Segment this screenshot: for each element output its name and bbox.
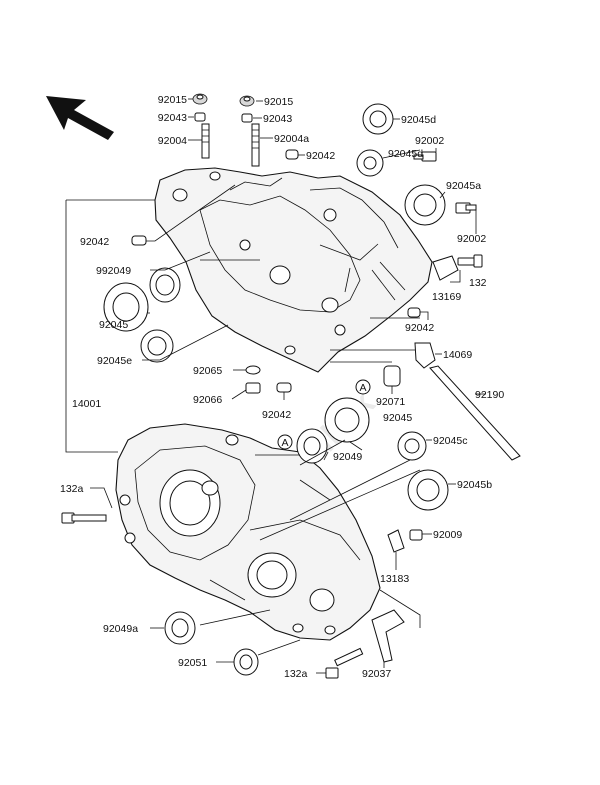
bracket-13183 xyxy=(387,529,405,553)
label-92042-mid: 92042 xyxy=(262,409,291,421)
label-14069: 14069 xyxy=(443,349,472,361)
bearing-92045d xyxy=(356,149,384,177)
label-992049: 992049 xyxy=(96,265,131,277)
label-92049: 92049 xyxy=(333,451,362,463)
bolt-132a-bottom xyxy=(325,647,364,679)
dowel-92042-top xyxy=(285,149,299,160)
bearing-92045b xyxy=(407,469,449,511)
washer-92043-right xyxy=(241,113,253,123)
bolt-132a-left xyxy=(61,512,107,524)
label-92051: 92051 xyxy=(178,657,207,669)
hose-fitting-14069 xyxy=(414,342,436,369)
label-92009: 92009 xyxy=(433,529,462,541)
label-92045e: 92045e xyxy=(97,355,132,367)
orientation-arrow-icon xyxy=(46,96,114,140)
label-132a-bottom: 132a xyxy=(284,668,308,680)
callout-a-lower-text: A xyxy=(281,437,288,449)
label-92002: 92002 xyxy=(457,233,486,245)
label-92043-left: 92043 xyxy=(158,112,187,124)
washer-92043-left xyxy=(194,112,206,122)
lower-crankcase-half xyxy=(115,423,381,641)
part-labels: 92015 92015 92043 92043 92004 92004a 920… xyxy=(60,94,504,680)
label-92043-right: 92043 xyxy=(263,113,292,125)
bolt-92002 xyxy=(455,202,477,214)
callout-a-marker-upper: A xyxy=(355,379,371,395)
label-92190: 92190 xyxy=(475,389,504,401)
bolt-92002-top xyxy=(413,151,437,162)
label-92042-left: 92042 xyxy=(80,236,109,248)
dowel-92042-right xyxy=(407,307,421,318)
bolt-132 xyxy=(457,254,483,268)
screw-92009 xyxy=(409,529,423,541)
callout-a-marker-lower: A xyxy=(277,434,293,450)
bearing-92045-mid xyxy=(324,397,370,443)
label-92004a: 92004a xyxy=(274,133,309,145)
label-132: 132 xyxy=(469,277,487,289)
pipe-92190 xyxy=(429,365,521,461)
nut-92015-left xyxy=(192,93,208,105)
collar-92071 xyxy=(383,365,401,387)
label-92045b: 92045b xyxy=(457,479,492,491)
dowel-92042-mid xyxy=(276,382,292,393)
bracket-92037 xyxy=(371,609,405,663)
label-92045d: 92045d xyxy=(388,148,423,160)
washer-92065 xyxy=(245,365,261,375)
label-14001: 14001 xyxy=(72,398,101,410)
label-13169: 13169 xyxy=(432,291,461,303)
label-92015-left: 92015 xyxy=(158,94,187,106)
label-92065: 92065 xyxy=(193,365,222,377)
plug-92066 xyxy=(245,382,261,394)
bearing-92045c xyxy=(397,431,427,461)
seal-992049 xyxy=(149,267,181,303)
upper-crankcase-half xyxy=(154,167,433,373)
label-92004: 92004 xyxy=(158,135,187,147)
label-92045a: 92045a xyxy=(446,180,481,192)
dowel-92042-left xyxy=(131,235,147,246)
bearing-92045 xyxy=(103,282,149,332)
label-13183: 13183 xyxy=(380,573,409,585)
label-132a-left: 132a xyxy=(60,483,84,495)
leader-lines xyxy=(65,98,486,674)
label-92066: 92066 xyxy=(193,394,222,406)
bearing-92045e xyxy=(140,329,174,363)
label-92015-right: 92015 xyxy=(264,96,293,108)
stud-92004a xyxy=(251,123,260,167)
bearing-92045d-top xyxy=(362,103,394,135)
bracket-13169 xyxy=(432,255,459,281)
label-92037: 92037 xyxy=(362,668,391,680)
label-92049a: 92049a xyxy=(103,623,138,635)
seal-92049a xyxy=(164,611,196,645)
seal-92051 xyxy=(233,648,259,676)
label-92045-mid: 92045 xyxy=(383,412,412,424)
label-92045-left: 92045 xyxy=(99,319,128,331)
parts-group xyxy=(61,93,521,679)
label-92002-top: 92002 xyxy=(415,135,444,147)
label-92042-right: 92042 xyxy=(405,322,434,334)
stud-92004 xyxy=(201,123,210,159)
label-92042-top: 92042 xyxy=(306,150,335,162)
callout-a-upper-text: A xyxy=(359,382,366,394)
bearing-92045a xyxy=(404,184,446,226)
label-92045c: 92045c xyxy=(433,435,467,447)
label-92045d-top: 92045d xyxy=(401,114,436,126)
label-92071: 92071 xyxy=(376,396,405,408)
nut-92015-right xyxy=(239,95,255,107)
